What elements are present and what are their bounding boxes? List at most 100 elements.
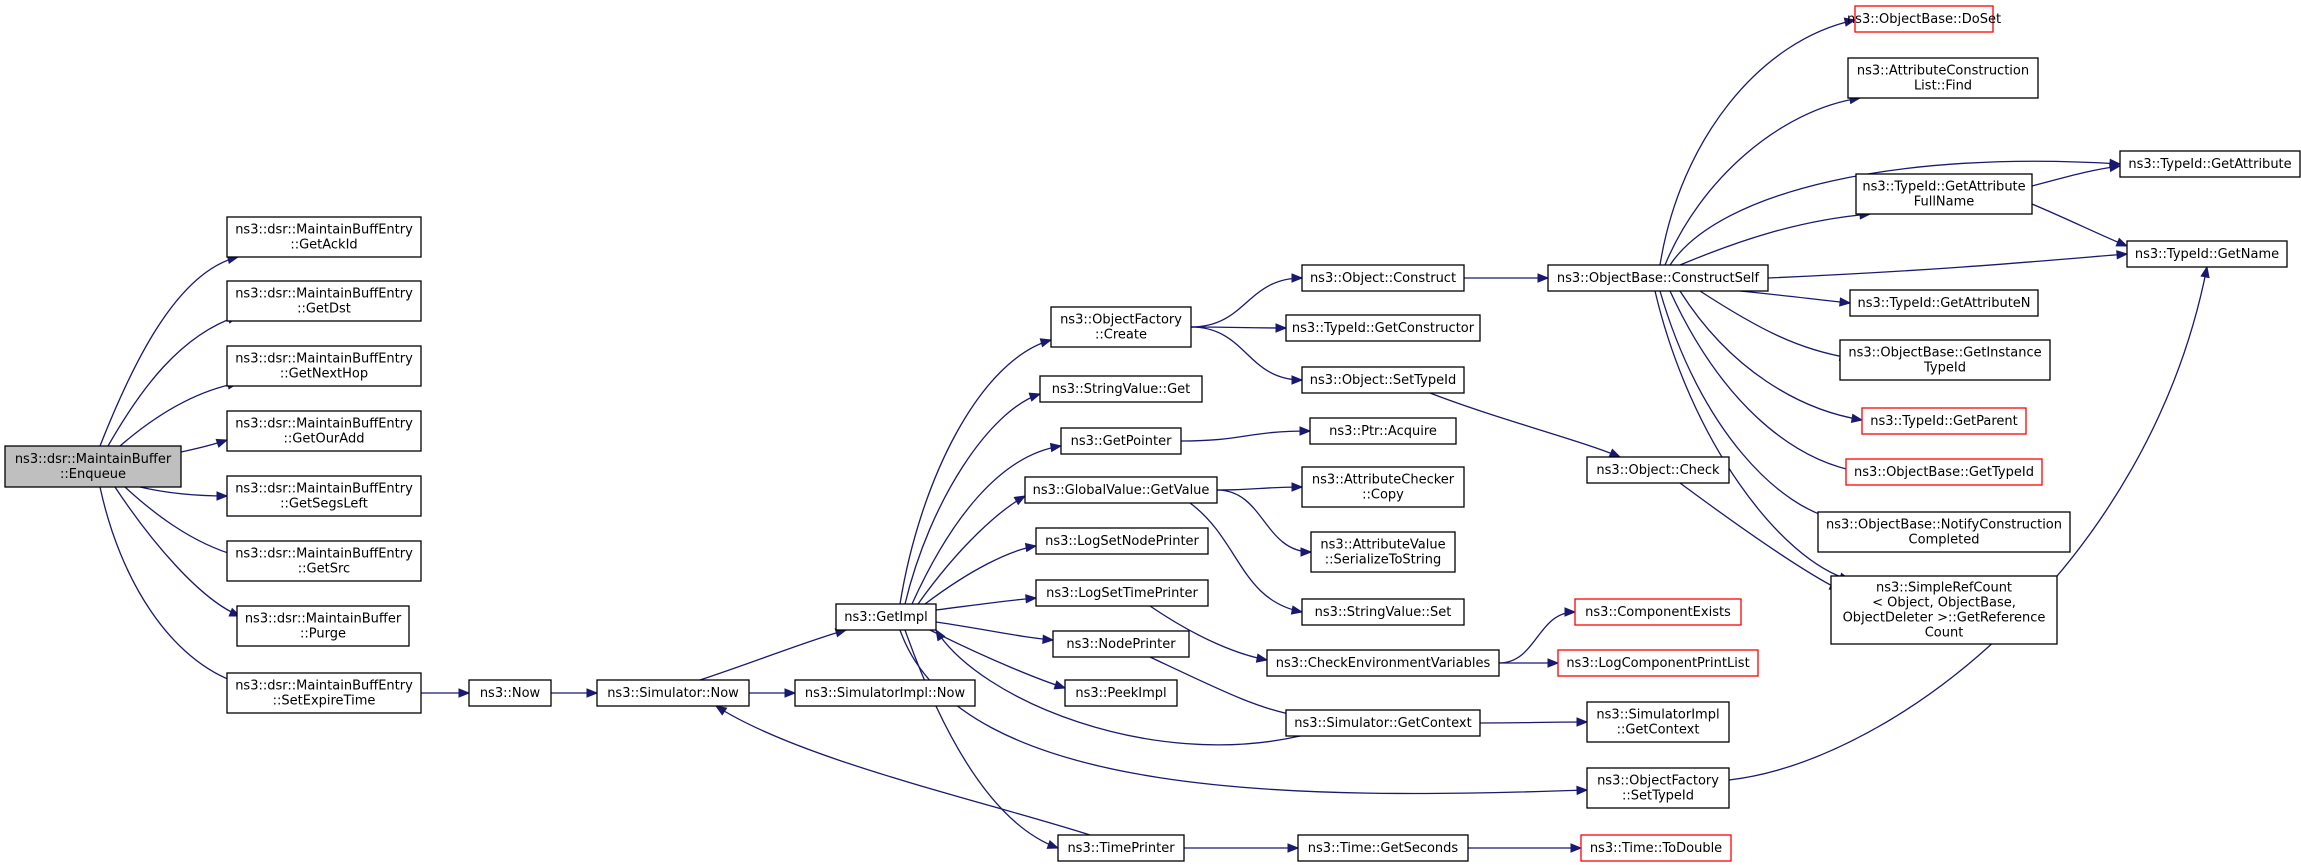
edge-simgetctx-to-getimpl [935, 628, 1301, 746]
node-simnow[interactable]: ns3::Simulator::Now [596, 679, 750, 707]
node-getimpl[interactable]: ns3::GetImpl [835, 603, 937, 631]
node-lognode[interactable]: ns3::LogSetNodePrinter [1035, 527, 1209, 555]
node-accopy[interactable]: ns3::AttributeChecker::Copy [1301, 466, 1465, 508]
node-simimplgetctx[interactable]: ns3::SimulatorImpl::GetContext [1586, 701, 1730, 743]
node-now[interactable]: ns3::Now [468, 679, 552, 707]
node-label: ns3::ObjectFactory [1060, 313, 1182, 328]
node-enqueue[interactable]: ns3::dsr::MaintainBuffer::Enqueue [4, 445, 182, 488]
node-objconstruct[interactable]: ns3::Object::Construct [1301, 264, 1465, 292]
node-label: ns3::dsr::MaintainBuffer [245, 612, 402, 627]
node-label: List::Find [1914, 79, 1972, 94]
node-objsettypeid[interactable]: ns3::Object::SetTypeId [1301, 366, 1465, 394]
node-timegetsec[interactable]: ns3::Time::GetSeconds [1297, 834, 1469, 862]
node-svget[interactable]: ns3::StringValue::Get [1039, 375, 1203, 403]
node-obnotify[interactable]: ns3::ObjectBase::NotifyConstructionCompl… [1817, 511, 2071, 553]
node-avser[interactable]: ns3::AttributeValue::SerializeToString [1310, 531, 1456, 573]
node-simplerefcount[interactable]: ns3::SimpleRefCount< Object, ObjectBase,… [1830, 575, 2058, 645]
node-obdoset[interactable]: ns3::ObjectBase::DoSet [1847, 5, 2001, 33]
node-label: ns3::PeekImpl [1075, 686, 1166, 701]
node-objcheck[interactable]: ns3::Object::Check [1586, 456, 1730, 484]
node-label: ns3::Object::Construct [1310, 271, 1456, 286]
node-tidgetattr[interactable]: ns3::TypeId::GetAttribute [2119, 150, 2301, 178]
node-box [2126, 240, 2288, 268]
node-label: ns3::ObjectBase::GetInstance [1848, 346, 2041, 361]
node-label: ns3::dsr::MaintainBuffEntry [235, 679, 413, 694]
node-label: ns3::CheckEnvironmentVariables [1276, 656, 1491, 671]
node-box [1035, 527, 1209, 555]
node-getdst[interactable]: ns3::dsr::MaintainBuffEntry::GetDst [226, 280, 422, 322]
node-label: ns3::Object::SetTypeId [1310, 373, 1456, 388]
node-peekimpl[interactable]: ns3::PeekImpl [1064, 679, 1178, 707]
node-label: ns3::GlobalValue::GetValue [1033, 483, 1210, 498]
node-label: ::Enqueue [60, 467, 126, 482]
node-tidgetname[interactable]: ns3::TypeId::GetName [2126, 240, 2288, 268]
node-box [1586, 456, 1730, 484]
node-setexpire[interactable]: ns3::dsr::MaintainBuffEntry::SetExpireTi… [226, 672, 422, 714]
node-label: ObjectDeleter >::GetReference [1843, 611, 2046, 626]
node-box [1301, 466, 1465, 508]
node-ofsettypeid[interactable]: ns3::ObjectFactory::SetTypeId [1586, 767, 1730, 809]
node-ptracquire[interactable]: ns3::Ptr::Acquire [1309, 417, 1457, 445]
edge-setexpire-to-now [420, 688, 471, 698]
node-label: ::SetTypeId [1622, 789, 1694, 804]
node-getackid[interactable]: ns3::dsr::MaintainBuffEntry::GetAckId [226, 216, 422, 258]
node-getpointer[interactable]: ns3::GetPointer [1060, 427, 1182, 455]
node-timetodouble[interactable]: ns3::Time::ToDouble [1580, 834, 1732, 862]
edge-simnow-to-getimpl [699, 628, 848, 681]
node-logtime[interactable]: ns3::LogSetTimePrinter [1035, 579, 1209, 607]
node-box [1849, 289, 2039, 317]
node-getsrc[interactable]: ns3::dsr::MaintainBuffEntry::GetSrc [226, 540, 422, 582]
edge-getimpl-to-ofcreate [899, 338, 1053, 605]
edge-obconstructself-to-tidgetattrn [1739, 290, 1852, 307]
node-tidgetctor[interactable]: ns3::TypeId::GetConstructor [1285, 314, 1481, 342]
node-checkenv[interactable]: ns3::CheckEnvironmentVariables [1266, 649, 1500, 677]
node-simgetctx[interactable]: ns3::Simulator::GetContext [1285, 709, 1481, 737]
node-getsegsleft[interactable]: ns3::dsr::MaintainBuffEntry::GetSegsLeft [226, 475, 422, 517]
node-tidgetattrn[interactable]: ns3::TypeId::GetAttributeN [1849, 289, 2039, 317]
node-box [1050, 306, 1192, 348]
node-box [1310, 531, 1456, 573]
edge-ofcreate-to-tidgetctor [1190, 323, 1288, 333]
edge-checkenv-to-logcompprint [1499, 658, 1560, 668]
edge-getimpl-to-logtime [935, 594, 1038, 611]
node-label: ns3::ObjectBase::ConstructSelf [1557, 271, 1760, 286]
node-box [1855, 173, 2033, 215]
node-box [1301, 264, 1465, 292]
node-ofcreate[interactable]: ns3::ObjectFactory::Create [1050, 306, 1192, 348]
node-label: ns3::GetPointer [1071, 434, 1172, 449]
node-logcompprint[interactable]: ns3::LogComponentPrintList [1557, 649, 1759, 677]
node-timeprinter[interactable]: ns3::TimePrinter [1057, 834, 1185, 862]
edge-getpointer-to-ptracquire [1180, 426, 1312, 442]
node-getouradd[interactable]: ns3::dsr::MaintainBuffEntry::GetOurAdd [226, 410, 422, 452]
node-obgettypeid[interactable]: ns3::ObjectBase::GetTypeId [1845, 458, 2043, 486]
node-compexists[interactable]: ns3::ComponentExists [1574, 598, 1742, 626]
node-gvgetvalue[interactable]: ns3::GlobalValue::GetValue [1024, 476, 1218, 504]
node-box [1309, 417, 1457, 445]
node-simimplnow[interactable]: ns3::SimulatorImpl::Now [794, 679, 976, 707]
node-label: ns3::SimulatorImpl [1596, 708, 1719, 723]
node-tidgetparent[interactable]: ns3::TypeId::GetParent [1861, 407, 2027, 435]
edge-timeprinter-to-simnow [714, 705, 1091, 836]
node-box [1845, 458, 2043, 486]
node-svset[interactable]: ns3::StringValue::Set [1301, 598, 1465, 626]
edge-objconstruct-to-obconstructself [1464, 273, 1550, 283]
edge-simgetctx-to-simimplgetctx [1479, 717, 1589, 727]
edge-enqueue-to-getouradd [180, 438, 229, 453]
node-getnexthop[interactable]: ns3::dsr::MaintainBuffEntry::GetNextHop [226, 345, 422, 387]
edge-enqueue-to-getdst [107, 314, 240, 447]
node-purge[interactable]: ns3::dsr::MaintainBuffer::Purge [236, 605, 410, 647]
edge-getimpl-to-gvgetvalue [917, 495, 1027, 605]
node-label: ns3::TypeId::GetAttribute [1862, 180, 2025, 195]
node-nodeprinter[interactable]: ns3::NodePrinter [1052, 630, 1190, 658]
call-graph-nodes: ns3::dsr::MaintainBuffer::Enqueuens3::ds… [4, 5, 2301, 862]
node-label: ns3::dsr::MaintainBuffer [15, 452, 172, 467]
node-label: ns3::Simulator::GetContext [1294, 716, 1471, 731]
node-box [1297, 834, 1469, 862]
edge-enqueue-to-getnexthop [119, 380, 240, 447]
node-obconstructself[interactable]: ns3::ObjectBase::ConstructSelf [1547, 264, 1769, 292]
node-label: TypeId [1923, 361, 1966, 376]
node-box [1266, 649, 1500, 677]
